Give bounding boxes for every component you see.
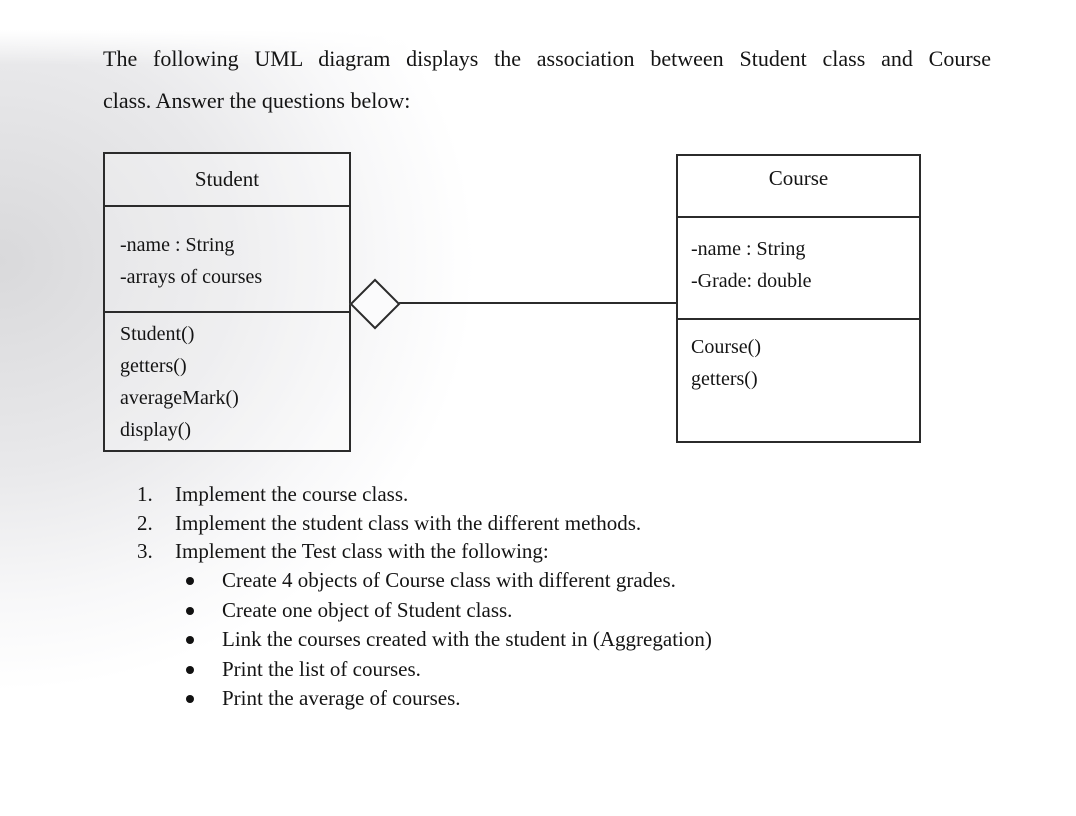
bullet-item: Create 4 objects of Course class with di… xyxy=(137,566,917,596)
student-method: averageMark() xyxy=(120,387,239,409)
course-method: Course() xyxy=(691,336,761,358)
item-text: Implement the course class. xyxy=(175,482,409,506)
bullet-text: Print the average of courses. xyxy=(222,686,461,711)
association-line xyxy=(399,302,677,304)
numbered-item: 2. Implement the student class with the … xyxy=(137,509,917,538)
uml-class-student: Student -name : String -arrays of course… xyxy=(103,152,351,452)
item-text: Implement the Test class with the follow… xyxy=(175,539,549,564)
numbered-item: 1. Implement the course class. xyxy=(137,480,917,509)
item-number: 2. xyxy=(137,510,153,535)
student-method: display() xyxy=(120,419,192,441)
student-method: Student() xyxy=(120,323,195,345)
bullet-item: Link the courses created with the studen… xyxy=(137,625,917,655)
bullet-icon xyxy=(186,655,222,685)
course-attribute: -Grade: double xyxy=(691,270,812,292)
bullet-icon xyxy=(186,625,222,655)
bullet-item: Create one object of Student class. xyxy=(137,596,917,626)
student-attributes: -name : String -arrays of courses xyxy=(105,207,349,313)
bullet-icon xyxy=(186,596,222,626)
aggregation-diamond-icon xyxy=(349,278,401,330)
student-method: getters() xyxy=(120,355,187,377)
intro-line-2: class. Answer the questions below: xyxy=(103,88,411,113)
bullet-icon xyxy=(186,684,222,714)
uml-class-course: Course -name : String -Grade: double Cou… xyxy=(676,154,921,443)
bullet-text: Create 4 objects of Course class with di… xyxy=(222,568,676,593)
item-number: 3. xyxy=(137,539,153,564)
bullet-item: Print the list of courses. xyxy=(137,655,917,685)
student-attribute: -arrays of courses xyxy=(120,266,263,288)
intro-text: The following UML diagram displays the a… xyxy=(103,38,991,122)
student-class-name: Student xyxy=(105,154,349,207)
questions-list: 1. Implement the course class. 2. Implem… xyxy=(137,480,917,714)
student-attribute: -name : String xyxy=(120,234,235,256)
student-methods: Student() getters() averageMark() displa… xyxy=(105,313,349,446)
course-attribute: -name : String xyxy=(691,238,806,260)
bullet-item: Print the average of courses. xyxy=(137,684,917,714)
item-text: Implement the student class with the dif… xyxy=(175,510,642,535)
bullet-icon xyxy=(186,566,222,596)
course-attributes: -name : String -Grade: double xyxy=(678,218,919,320)
bullet-text: Link the courses created with the studen… xyxy=(222,627,712,652)
intro-line-1: The following UML diagram displays the a… xyxy=(103,46,991,71)
bullet-text: Print the list of courses. xyxy=(222,656,421,681)
course-class-name: Course xyxy=(678,156,919,218)
numbered-item: 3. Implement the Test class with the fol… xyxy=(137,537,917,566)
item-number: 1. xyxy=(137,482,153,506)
course-methods: Course() getters() xyxy=(678,320,919,395)
course-method: getters() xyxy=(691,368,758,390)
bullet-text: Create one object of Student class. xyxy=(222,597,513,622)
